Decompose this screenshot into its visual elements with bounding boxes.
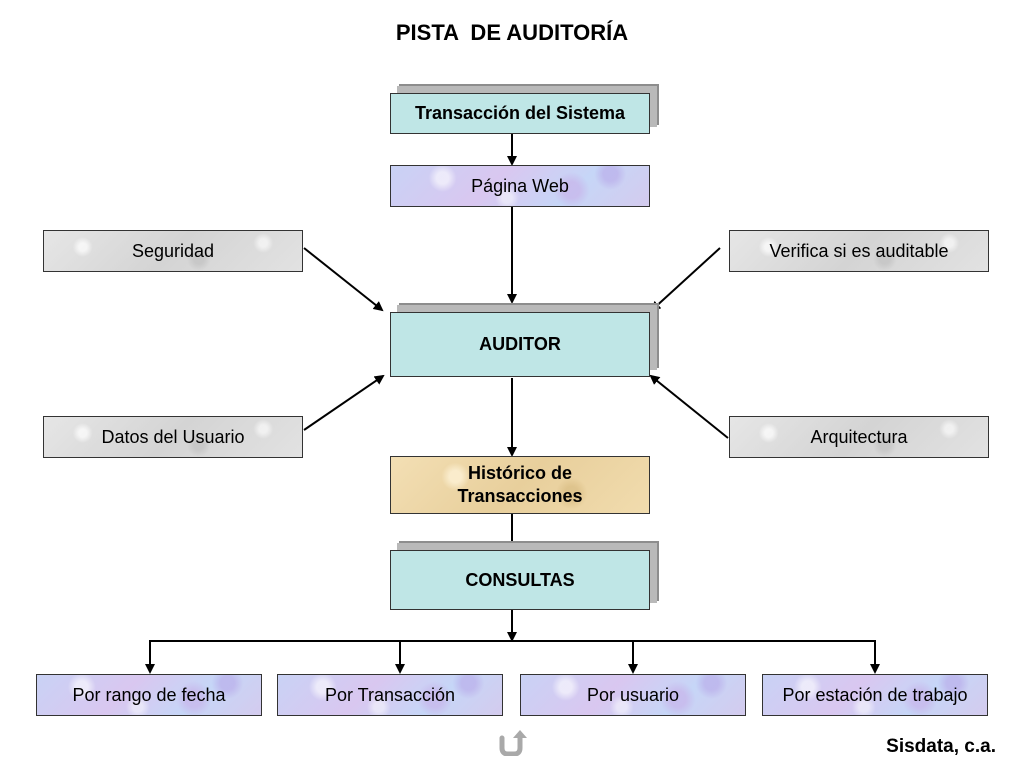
arrow-seguridad-to-auditor xyxy=(303,247,384,312)
node-por-rango-label: Por rango de fecha xyxy=(72,684,226,705)
node-verifica: Verifica si es auditable xyxy=(729,230,989,272)
node-verifica-label: Verifica si es auditable xyxy=(769,240,949,261)
node-historico-line1: Histórico de xyxy=(467,463,573,483)
node-seguridad-label: Seguridad xyxy=(131,240,215,261)
return-arrow-icon[interactable] xyxy=(496,728,528,756)
arrow-verifica-to-auditor xyxy=(650,247,721,312)
arrow-arquitectura-to-auditor xyxy=(649,374,729,439)
node-auditor-label: AUDITOR xyxy=(479,334,561,354)
page-title: PISTA DE AUDITORÍA xyxy=(395,20,629,45)
node-arquitectura: Arquitectura xyxy=(729,416,989,458)
node-historico: Histórico de Transacciones xyxy=(390,456,650,514)
node-por-transaccion-label: Por Transacción xyxy=(324,684,456,705)
node-por-usuario: Por usuario xyxy=(520,674,746,716)
node-por-transaccion: Por Transacción xyxy=(277,674,503,716)
node-seguridad: Seguridad xyxy=(43,230,303,272)
node-por-rango: Por rango de fecha xyxy=(36,674,262,716)
node-consultas: CONSULTAS xyxy=(390,550,650,610)
arrow-datos-to-auditor xyxy=(303,374,385,431)
node-por-usuario-label: Por usuario xyxy=(586,684,680,705)
node-historico-line2: Transacciones xyxy=(457,486,583,506)
footer-company: Sisdata, c.a. xyxy=(886,736,996,757)
node-pagina-web-label: Página Web xyxy=(471,175,569,196)
node-por-estacion-label: Por estación de trabajo xyxy=(782,684,968,705)
node-consultas-label: CONSULTAS xyxy=(465,569,575,590)
node-auditor: AUDITOR xyxy=(390,312,650,377)
node-transaccion-label: Transacción del Sistema xyxy=(414,103,626,123)
node-pagina-web: Página Web xyxy=(390,165,650,207)
node-por-estacion: Por estación de trabajo xyxy=(762,674,988,716)
node-datos-usuario: Datos del Usuario xyxy=(43,416,303,458)
node-transaccion: Transacción del Sistema xyxy=(390,93,650,134)
node-datos-usuario-label: Datos del Usuario xyxy=(101,426,245,447)
node-arquitectura-label: Arquitectura xyxy=(810,426,908,447)
